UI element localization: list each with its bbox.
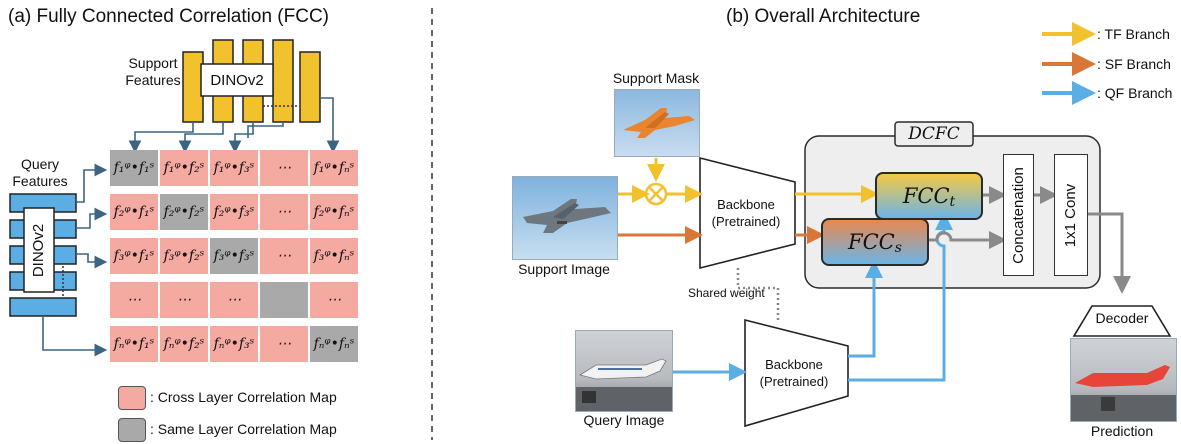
decoder-label: Decoder bbox=[1095, 310, 1149, 326]
dino-label-query-wrap: DINOv2 bbox=[24, 208, 54, 292]
legend-qf: : QF Branch bbox=[1097, 85, 1173, 101]
support-image bbox=[512, 176, 618, 260]
legend-swatch-same bbox=[118, 418, 146, 442]
matrix-cell: f₁ᵠ•f₁ˢ bbox=[110, 150, 158, 186]
matrix-cell: f₃ᵠ•f₁ˢ bbox=[110, 238, 158, 274]
matrix-cell: f₃ᵠ•fₙˢ bbox=[310, 238, 358, 274]
backbone-support-label: Backbone (Pretrained) bbox=[711, 197, 781, 229]
legend-tf: : TF Branch bbox=[1097, 26, 1170, 42]
support-feature-bars bbox=[182, 39, 321, 123]
query-image-label: Query Image bbox=[583, 412, 665, 428]
query-image bbox=[575, 330, 673, 412]
support-features-label: Support Features bbox=[125, 55, 181, 88]
conv-label: 1x1 Conv bbox=[1062, 183, 1080, 247]
legend-same-label: : Same Layer Correlation Map bbox=[150, 421, 337, 437]
legend-swatch-cross bbox=[118, 386, 146, 410]
support-feature-bar bbox=[299, 51, 321, 123]
matrix-cell: f₂ᵠ•f₂ˢ bbox=[160, 194, 208, 230]
panel-b-title: (b) Overall Architecture bbox=[726, 6, 921, 27]
prediction-image bbox=[1070, 338, 1177, 422]
dino-label-query: DINOv2 bbox=[30, 223, 48, 277]
backbone-query bbox=[744, 318, 849, 428]
prediction-label: Prediction bbox=[1090, 423, 1154, 439]
matrix-cell: ⋯ bbox=[260, 150, 308, 186]
matrix-cell: f₁ᵠ•fₙˢ bbox=[310, 150, 358, 186]
query-feature-bars bbox=[9, 193, 77, 317]
matrix-cell: f₂ᵠ•f₃ˢ bbox=[210, 194, 258, 230]
dino-box-query bbox=[23, 207, 55, 293]
matrix-cell: ⋯ bbox=[210, 282, 258, 318]
matrix-cell: ⋯ bbox=[310, 282, 358, 318]
fcc-s-label: FCC bbox=[848, 230, 895, 254]
dcfc-label-box bbox=[894, 121, 974, 147]
conv-box: 1x1 Conv bbox=[1054, 154, 1088, 276]
matrix-cell: f₁ᵠ•f₂ˢ bbox=[160, 150, 208, 186]
support-mask-label: Support Mask bbox=[612, 70, 700, 86]
support-mask-image bbox=[614, 89, 700, 157]
decoder-shape bbox=[1072, 305, 1172, 337]
matrix-cell: f₂ᵠ•f₁ˢ bbox=[110, 194, 158, 230]
dino-label-support: DINOv2 bbox=[210, 71, 264, 89]
fcc-s-subscript: s bbox=[894, 240, 902, 256]
query-features-label: Query Features bbox=[12, 156, 68, 189]
dino-box-support bbox=[200, 63, 274, 97]
concatenation-box: Concatenation bbox=[1003, 154, 1034, 276]
matrix-cell: fₙᵠ•fₙˢ bbox=[310, 326, 358, 362]
fcc-t-subscript: t bbox=[949, 194, 956, 210]
shared-weight-label: Shared weight bbox=[688, 286, 765, 300]
matrix-cell: ⋯ bbox=[160, 282, 208, 318]
matrix-cell: f₁ᵠ•f₃ˢ bbox=[210, 150, 258, 186]
matrix-cell: fₙᵠ•f₃ˢ bbox=[210, 326, 258, 362]
matrix-cell: f₃ᵠ•f₃ˢ bbox=[210, 238, 258, 274]
fcc-t-label: FCC bbox=[902, 184, 950, 208]
matrix-cell bbox=[260, 282, 308, 318]
matrix-cell: ⋯ bbox=[260, 326, 308, 362]
matrix-cell: ⋯ bbox=[110, 282, 158, 318]
matrix-cell: ⋯ bbox=[260, 194, 308, 230]
concatenation-label: Concatenation bbox=[1010, 166, 1027, 264]
dcfc-label: DCFC bbox=[908, 124, 960, 144]
matrix-cell: ⋯ bbox=[260, 238, 308, 274]
support-image-label: Support Image bbox=[518, 261, 610, 277]
legend-sf: : SF Branch bbox=[1097, 56, 1171, 72]
legend-cross-label: : Cross Layer Correlation Map bbox=[150, 389, 337, 405]
backbone-query-label: Backbone (Pretrained) bbox=[759, 357, 829, 389]
support-feature-bar bbox=[272, 39, 294, 123]
matrix-cell: f₃ᵠ•f₂ˢ bbox=[160, 238, 208, 274]
panel-a-title: (a) Fully Connected Correlation (FCC) bbox=[8, 6, 329, 27]
matrix-cell: fₙᵠ•f₁ˢ bbox=[110, 326, 158, 362]
matrix-cell: fₙᵠ•f₂ˢ bbox=[160, 326, 208, 362]
matrix-cell: f₂ᵠ•fₙˢ bbox=[310, 194, 358, 230]
